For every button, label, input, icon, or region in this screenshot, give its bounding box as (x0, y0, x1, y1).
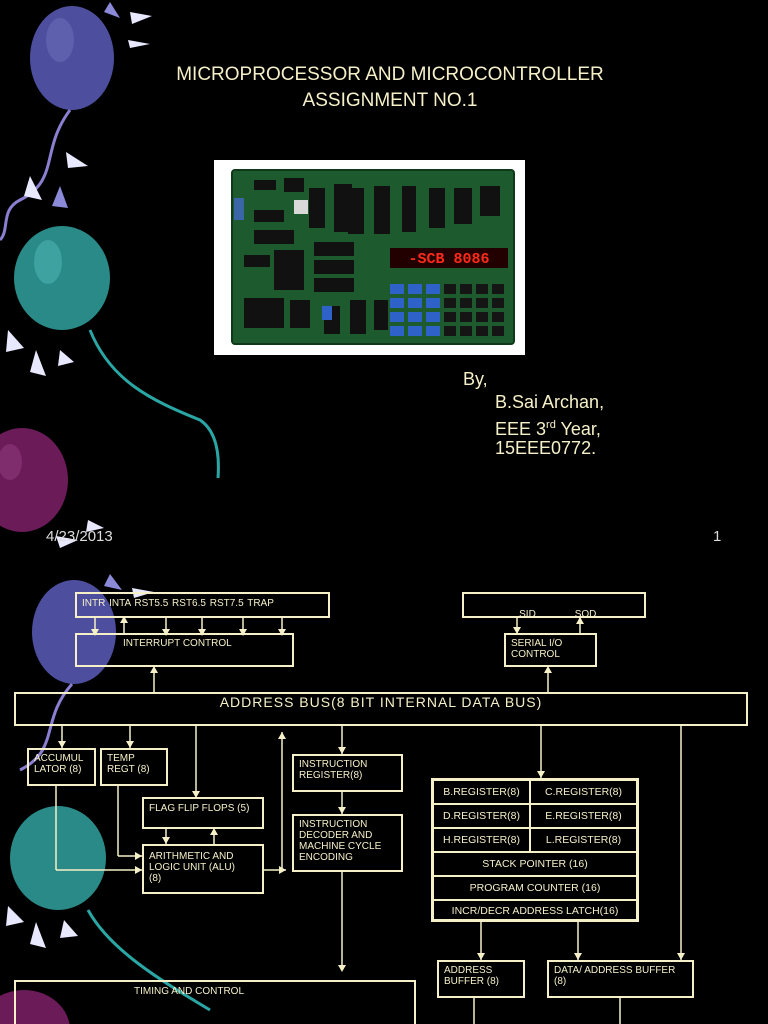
address-bus-box: ADDRESS BUS(8 BIT INTERNAL DATA BUS) (14, 692, 748, 726)
serial-io-line-2: CONTROL (511, 649, 560, 660)
balloon-decoration (0, 2, 220, 548)
balloon-decoration-2 (0, 574, 211, 1024)
temp-register-box: TEMP REGT (8) (100, 748, 168, 786)
accumulator-line-1: ACCUMUL (34, 753, 84, 764)
data-address-buffer-box: DATA/ ADDRESS BUFFER (8) (547, 960, 694, 998)
decoder-line-1: INSTRUCTION (299, 819, 368, 830)
author-by: By, (463, 369, 488, 389)
title-line-1: MICROPROCESSOR AND MICROCONTROLLER (176, 64, 604, 85)
timing-control-box: TIMING AND CONTROL (14, 980, 416, 1024)
alu-box: ARITHMETIC AND LOGIC UNIT (ALU) (8) (142, 844, 264, 894)
teal-balloon-icon (10, 806, 106, 910)
alu-line-1: ARITHMETIC AND (149, 851, 234, 862)
slide-title: MICROPROCESSOR AND MICROCONTROLLER ASSIG… (0, 62, 768, 114)
interrupt-pins-label: INTR INTA RST5.5 RST6.5 RST7.5 TRAP (82, 598, 274, 609)
author-year: EEE 3rd Year, (495, 414, 601, 441)
incr-decr-latch: INCR/DECR ADDRESS LATCH(16) (433, 900, 637, 920)
register-file: B.REGISTER(8) C.REGISTER(8) D.REGISTER(8… (431, 778, 639, 922)
decoder-line-3: MACHINE CYCLE (299, 841, 382, 852)
accumulator-line-2: LATOR (8) (34, 764, 82, 775)
ir-line-1: INSTRUCTION (299, 759, 368, 770)
teal-balloon-icon (14, 226, 110, 330)
register-h: H.REGISTER(8) (433, 828, 530, 852)
temp-line-2: REGT (8) (107, 764, 150, 775)
register-c: C.REGISTER(8) (530, 780, 637, 804)
register-b: B.REGISTER(8) (433, 780, 530, 804)
board-display-text: -SCB 8086 (408, 251, 489, 268)
alu-line-3: (8) (149, 873, 162, 884)
stack-pointer: STACK POINTER (16) (433, 852, 637, 876)
purple-balloon-icon (0, 990, 70, 1024)
author-year-suffix: Year, (555, 419, 601, 439)
author-name: B.Sai Archan, (495, 392, 605, 412)
register-d: D.REGISTER(8) (433, 804, 530, 828)
diagram-connectors (55, 616, 685, 1024)
address-buffer-line-2: BUFFER (8) (444, 976, 499, 987)
serial-pins-box: SID SOD (462, 592, 646, 620)
blue-balloon-icon (32, 580, 116, 684)
address-buffer-line-1: ADDRESS (444, 965, 493, 976)
address-bus-label: ADDRESS BUS(8 BIT INTERNAL DATA BUS) (219, 694, 543, 710)
ir-line-2: REGISTER(8) (299, 770, 363, 781)
author-year-prefix: EEE 3 (495, 419, 547, 439)
author-year-sup: rd (546, 419, 556, 431)
page-number: 1 (713, 528, 722, 545)
flags-label: FLAG FLIP FLOPS (5) (149, 803, 250, 814)
program-counter: PROGRAM COUNTER (16) (433, 876, 637, 900)
instruction-register-box: INSTRUCTION REGISTER(8) (292, 754, 403, 792)
register-e: E.REGISTER(8) (530, 804, 637, 828)
title-slide: MICROPROCESSOR AND MICROCONTROLLER ASSIG… (0, 2, 768, 548)
purple-balloon-icon (0, 428, 68, 532)
data-buffer-line-1: DATA/ ADDRESS BUFFER (554, 965, 676, 976)
register-l: L.REGISTER(8) (530, 828, 637, 852)
accumulator-box: ACCUMUL LATOR (8) (27, 748, 96, 786)
serial-pins-label: SID SOD (519, 609, 597, 620)
author-roll: 15EEE0772. (495, 438, 597, 458)
instruction-decoder-box: INSTRUCTION DECODER AND MACHINE CYCLE EN… (292, 814, 403, 872)
serial-io-line-1: SERIAL I/O (511, 638, 563, 649)
data-buffer-line-2: (8) (554, 976, 567, 987)
interrupt-control-label: INTERRUPT CONTROL (123, 638, 232, 649)
temp-line-1: TEMP (107, 753, 135, 764)
title-line-2: ASSIGNMENT NO.1 (302, 90, 478, 111)
timing-control-label: TIMING AND CONTROL (134, 986, 245, 997)
alu-line-2: LOGIC UNIT (ALU) (149, 862, 235, 873)
address-buffer-box: ADDRESS BUFFER (8) (437, 960, 525, 998)
architecture-slide: INTR INTA RST5.5 RST6.5 RST7.5 TRAP INTE… (0, 570, 768, 1024)
slide-date: 4/23/2013 (46, 528, 113, 545)
interrupt-pins-box: INTR INTA RST5.5 RST6.5 RST7.5 TRAP (75, 592, 330, 618)
flag-flip-flops-box: FLAG FLIP FLOPS (5) (142, 797, 264, 829)
serial-io-control-box: SERIAL I/O CONTROL (504, 633, 597, 667)
decoder-line-4: ENCODING (299, 852, 353, 863)
interrupt-control-box: INTERRUPT CONTROL (75, 633, 294, 667)
trainer-board-image: -SCB 8086 (214, 160, 525, 355)
decoder-line-2: DECODER AND (299, 830, 373, 841)
